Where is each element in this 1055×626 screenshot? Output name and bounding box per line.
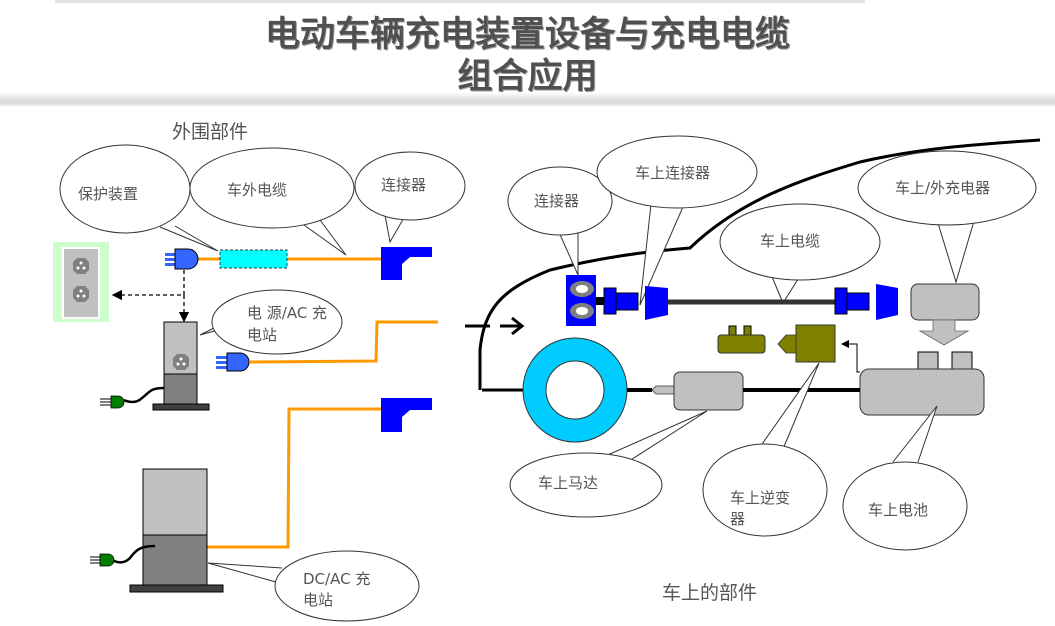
connector-dcac bbox=[381, 398, 432, 432]
outlet-socket-icon bbox=[73, 286, 89, 302]
onboard-inverter bbox=[777, 324, 836, 363]
svg-text:电站: 电站 bbox=[247, 326, 277, 344]
callout-offboard-cable: 车外电缆 bbox=[189, 147, 355, 256]
connector-left bbox=[381, 247, 432, 280]
svg-text:车上连接器: 车上连接器 bbox=[635, 164, 710, 182]
svg-text:保护装置: 保护装置 bbox=[78, 185, 138, 203]
battery-to-inverter-arrow bbox=[841, 340, 860, 373]
svg-text:车外电缆: 车外电缆 bbox=[227, 181, 287, 199]
ac-charging-station bbox=[100, 321, 210, 411]
svg-text:器: 器 bbox=[730, 510, 745, 528]
plug-icon bbox=[165, 248, 199, 270]
ac-cable bbox=[249, 320, 438, 364]
onboard-charger bbox=[910, 283, 980, 321]
onboard-cable-plug bbox=[834, 284, 898, 320]
callout-battery: 车上电池 bbox=[842, 405, 968, 551]
page-title-line2: 组合应用 bbox=[457, 57, 598, 97]
protection-device bbox=[219, 249, 288, 269]
charger-down-arrow bbox=[918, 319, 970, 346]
svg-text:车上/外充电器: 车上/外充电器 bbox=[895, 179, 990, 197]
callout-onboard-charger: 车上/外充电器 bbox=[857, 150, 1037, 284]
vehicle-body-outline bbox=[478, 138, 1041, 390]
plug-icon bbox=[216, 352, 250, 372]
wheel-icon bbox=[522, 337, 628, 443]
dashed-arrow-to-outlet bbox=[111, 270, 185, 301]
onboard-motor bbox=[651, 371, 744, 411]
svg-text:车上电缆: 车上电缆 bbox=[760, 232, 820, 250]
callout-connector-left: 连接器 bbox=[354, 151, 466, 244]
wall-outlet bbox=[53, 242, 109, 322]
callout-onboard-connector: 车上连接器 bbox=[596, 135, 758, 306]
svg-text:电站: 电站 bbox=[303, 591, 333, 609]
callout-onboard-cable: 车上电缆 bbox=[719, 203, 881, 305]
dcac-charging-station bbox=[90, 468, 224, 593]
svg-text:电 源/AC 充: 电 源/AC 充 bbox=[247, 304, 327, 322]
title-separator-band bbox=[0, 92, 1055, 106]
callout-ac-station: 电 源/AC 充 电站 bbox=[199, 289, 343, 355]
vehicle-inlet-connector bbox=[566, 275, 596, 326]
page-title-line1: 电动车辆充电装置设备与充电电缆 bbox=[264, 15, 790, 55]
callout-inverter: 车上逆变 器 bbox=[702, 362, 828, 537]
section-label-external: 外围部件 bbox=[172, 121, 248, 143]
power-plug-icon bbox=[100, 395, 125, 409]
svg-text:车上逆变: 车上逆变 bbox=[730, 489, 790, 507]
dashed-arrow-to-vehicle bbox=[465, 316, 525, 336]
connector-link bbox=[596, 297, 604, 305]
dcac-cable bbox=[207, 407, 381, 549]
svg-text:DC/AC 充: DC/AC 充 bbox=[303, 570, 370, 588]
onboard-connector-plug bbox=[603, 286, 668, 320]
callout-dcac-station: DC/AC 充 电站 bbox=[207, 550, 420, 622]
inverter-output-device bbox=[717, 325, 766, 354]
svg-text:连接器: 连接器 bbox=[534, 192, 579, 210]
callout-motor: 车上马达 bbox=[509, 410, 708, 518]
power-plug-icon bbox=[90, 553, 115, 567]
top-divider bbox=[55, 0, 865, 3]
callout-protection: 保护装置 bbox=[59, 144, 219, 252]
section-label-onboard: 车上的部件 bbox=[662, 582, 757, 604]
onboard-battery bbox=[859, 351, 985, 416]
svg-text:车上电池: 车上电池 bbox=[868, 501, 928, 519]
svg-text:连接器: 连接器 bbox=[381, 176, 426, 194]
outlet-socket-icon bbox=[73, 258, 89, 274]
outlet-socket-icon bbox=[173, 354, 189, 370]
svg-text:车上马达: 车上马达 bbox=[538, 474, 598, 492]
